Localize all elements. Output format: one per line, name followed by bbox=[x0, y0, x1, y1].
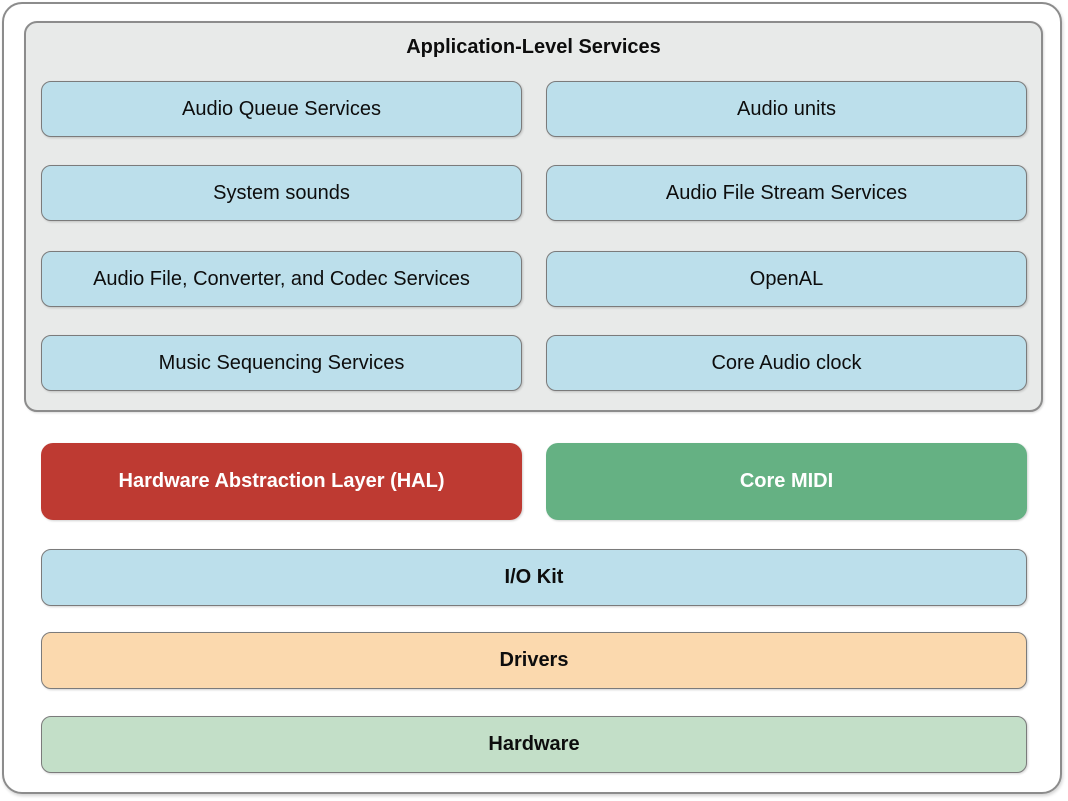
layer-drivers: Drivers bbox=[41, 632, 1027, 689]
layer-io-kit: I/O Kit bbox=[41, 549, 1027, 606]
service-label: Music Sequencing Services bbox=[158, 351, 405, 374]
layer-label: I/O Kit bbox=[504, 566, 564, 588]
service-label: System sounds bbox=[213, 181, 350, 204]
hal-box: Hardware Abstraction Layer (HAL) bbox=[41, 443, 522, 520]
service-label: Core Audio clock bbox=[711, 351, 862, 374]
service-box-audio-file-stream-services: Audio File Stream Services bbox=[546, 165, 1027, 221]
service-box-openal: OpenAL bbox=[546, 251, 1027, 307]
service-box-audio-units: Audio units bbox=[546, 81, 1027, 137]
panel-title: Application-Level Services bbox=[406, 36, 661, 58]
core-midi-label: Core MIDI bbox=[739, 470, 834, 492]
service-label: OpenAL bbox=[749, 267, 824, 290]
service-label: Audio Queue Services bbox=[181, 97, 381, 120]
service-box-music-sequencing-services: Music Sequencing Services bbox=[41, 335, 522, 391]
layer-label: Hardware bbox=[488, 733, 580, 755]
service-box-audio-file-converter-codec-services: Audio File, Converter, and Codec Service… bbox=[41, 251, 522, 307]
layer-label: Drivers bbox=[499, 649, 569, 671]
hal-label: Hardware Abstraction Layer (HAL) bbox=[118, 470, 445, 492]
core-midi-box: Core MIDI bbox=[546, 443, 1027, 520]
layer-hardware: Hardware bbox=[41, 716, 1027, 773]
service-box-system-sounds: System sounds bbox=[41, 165, 522, 221]
service-label: Audio File, Converter, and Codec Service… bbox=[93, 267, 470, 290]
service-box-audio-queue-services: Audio Queue Services bbox=[41, 81, 522, 137]
service-label: Audio units bbox=[737, 97, 836, 120]
service-label: Audio File Stream Services bbox=[665, 181, 908, 204]
service-box-core-audio-clock: Core Audio clock bbox=[546, 335, 1027, 391]
